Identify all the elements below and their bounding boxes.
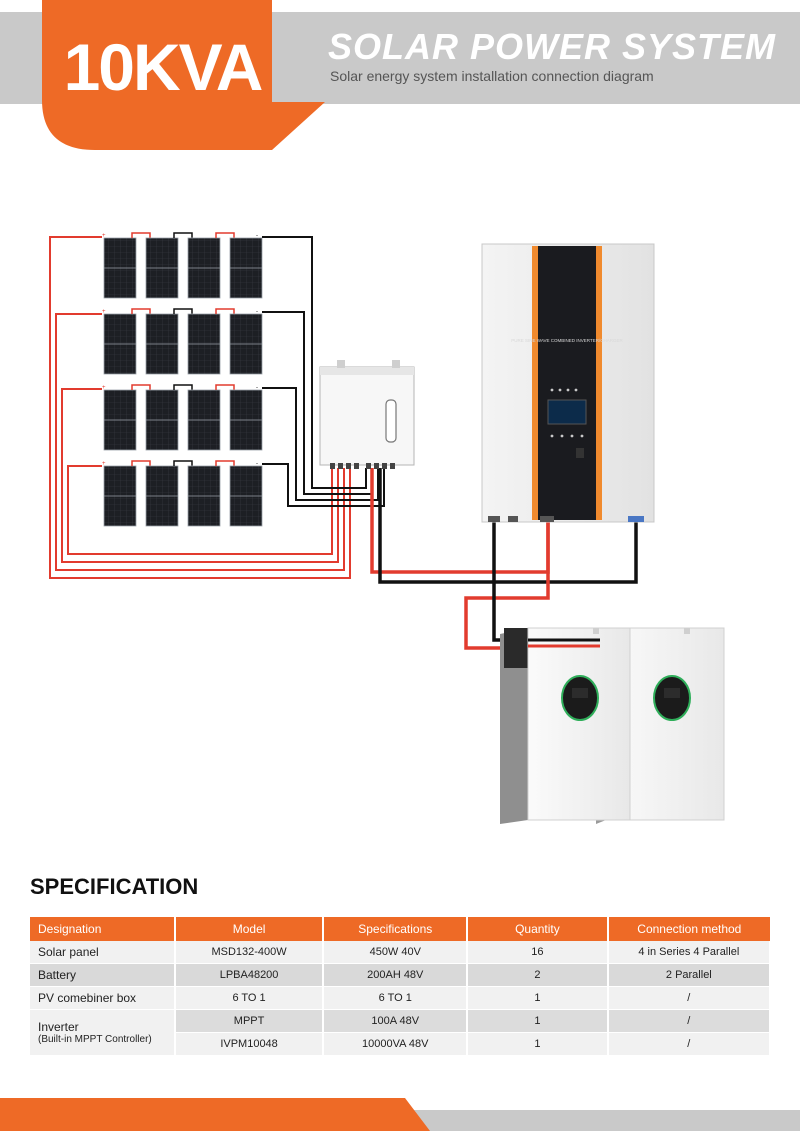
page-subtitle: Solar energy system installation connect… <box>330 68 654 84</box>
badge-shape <box>0 0 325 150</box>
header-badge <box>0 0 325 150</box>
series-jumper <box>215 232 235 238</box>
negative-terminal-label: - <box>256 385 258 391</box>
cell-spec: 200AH 48V <box>323 963 469 987</box>
cell-model: MPPT <box>174 1009 325 1033</box>
cell-designation: Solar panel <box>30 941 176 964</box>
series-jumper <box>173 384 193 390</box>
col-quantity: Quantity <box>467 917 609 941</box>
table-row: Inverter (Built-in MPPT Controller) MPPT… <box>30 1009 772 1056</box>
solar-panel-array: + - + - + - + - <box>102 232 263 527</box>
positive-terminal-label: + <box>102 461 106 467</box>
connection-diagram: +-+-+-+- PU <box>49 232 725 824</box>
inverter-designation: Inverter <box>38 1020 79 1034</box>
series-jumper <box>131 232 151 238</box>
footer-band <box>380 1110 800 1131</box>
series-jumper <box>215 460 235 466</box>
table-row: Battery LPBA48200 200AH 48V 2 2 Parallel <box>30 963 772 987</box>
series-jumper <box>131 384 151 390</box>
cell-model: 6 TO 1 <box>174 986 325 1010</box>
col-model: Model <box>174 917 325 941</box>
series-jumper <box>173 232 193 238</box>
col-connection-method: Connection method <box>607 917 770 941</box>
col-specifications: Specifications <box>323 917 469 941</box>
cell-qty: 1 <box>467 986 609 1010</box>
cell-spec: 6 TO 1 <box>323 986 469 1010</box>
cell-designation: PV comebiner box <box>30 986 176 1010</box>
page-title: SOLAR POWER SYSTEM <box>328 26 777 67</box>
battery-icon <box>500 627 725 824</box>
positive-terminal-label: + <box>102 309 106 315</box>
col-designation: Designation <box>30 917 176 941</box>
negative-terminal-label: - <box>256 309 258 315</box>
cell-spec: 10000VA 48V <box>323 1032 469 1056</box>
inverter-icon: PURE SINE WAVE COMBINED INVERTER/CHARGER <box>481 243 655 523</box>
series-jumper <box>173 308 193 314</box>
inverter-note: (Built-in MPPT Controller) <box>38 1034 152 1045</box>
table-row: IVPM10048 10000VA 48V 1 / <box>30 1032 772 1056</box>
negative-terminal-label: - <box>256 233 258 239</box>
cell-model: IVPM10048 <box>174 1032 325 1056</box>
cell-method: / <box>607 1009 772 1033</box>
cell-method: 4 in Series 4 Parallel <box>607 941 772 964</box>
table-row: PV comebiner box 6 TO 1 6 TO 1 1 / <box>30 986 772 1010</box>
positive-terminal-label: + <box>102 385 106 391</box>
cell-method: / <box>607 986 772 1010</box>
cell-designation-inverter: Inverter (Built-in MPPT Controller) <box>30 1009 176 1056</box>
spec-heading: SPECIFICATION <box>30 874 199 899</box>
cell-model: MSD132-400W <box>174 941 325 964</box>
table-row: Solar panel MSD132-400W 450W 40V 16 4 in… <box>30 941 772 964</box>
cell-method: / <box>607 1032 772 1056</box>
cell-qty: 1 <box>467 1032 609 1056</box>
cell-qty: 16 <box>467 941 609 964</box>
cell-qty: 1 <box>467 1009 609 1033</box>
series-jumper <box>131 308 151 314</box>
positive-terminal-label: + <box>102 233 106 239</box>
series-jumper <box>131 460 151 466</box>
cell-designation: Battery <box>30 963 176 987</box>
cell-spec: 100A 48V <box>323 1009 469 1033</box>
inverter-label: PURE SINE WAVE COMBINED INVERTER/CHARGER <box>511 338 623 343</box>
cell-qty: 2 <box>467 963 609 987</box>
pv-wiring <box>49 236 385 579</box>
series-jumper <box>215 308 235 314</box>
negative-terminal-label: - <box>256 461 258 467</box>
series-jumper <box>173 460 193 466</box>
combiner-box-icon <box>319 360 415 469</box>
cell-model: LPBA48200 <box>174 963 325 987</box>
cell-method: 2 Parallel <box>607 963 772 987</box>
spec-table: Designation Model Specifications Quantit… <box>30 917 772 1056</box>
cell-spec: 450W 40V <box>323 941 469 964</box>
series-jumper <box>215 384 235 390</box>
footer-accent <box>0 1098 430 1131</box>
badge-title: 10KVA <box>63 30 264 104</box>
